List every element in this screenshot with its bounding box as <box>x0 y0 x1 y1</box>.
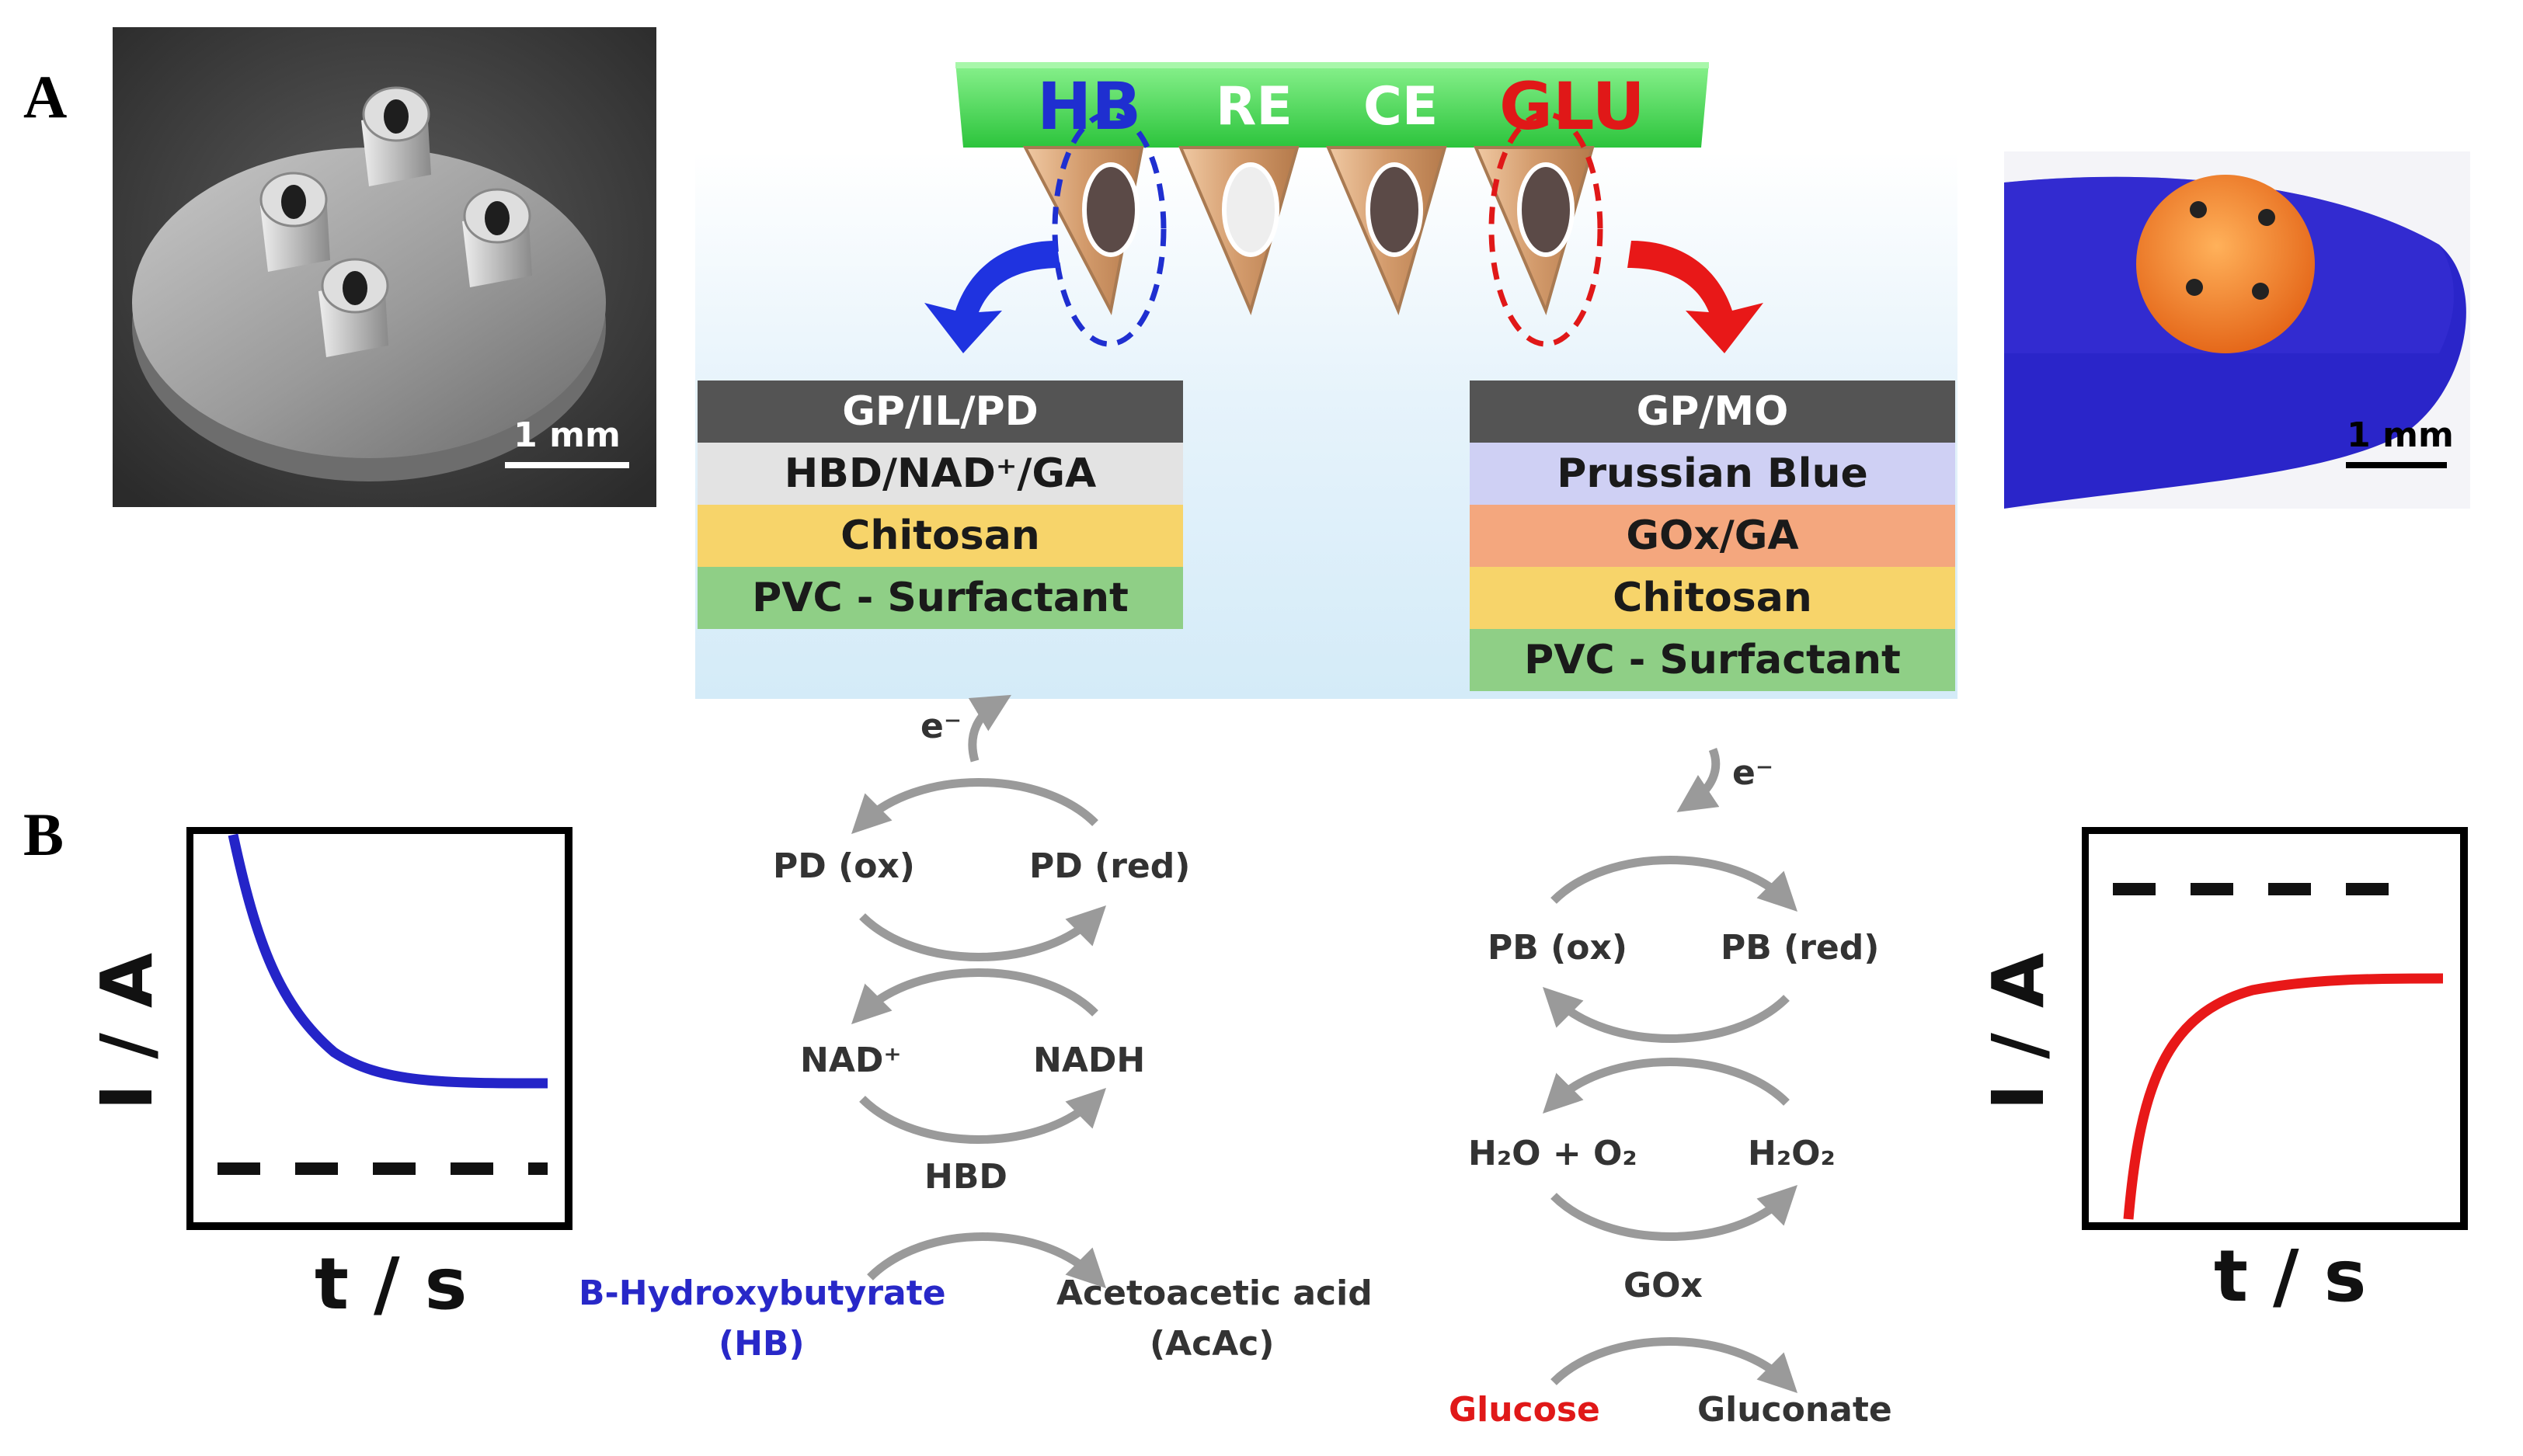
electrode-cones <box>1022 146 1595 316</box>
acac-product-label-2: (AcAc) <box>1150 1324 1275 1364</box>
glu-plot-frame <box>2082 827 2468 1230</box>
cone-ce <box>1325 146 1447 315</box>
glu-layer-4: Chitosan <box>1470 567 1955 629</box>
glove-scale-label: 1 mm <box>2347 415 2454 455</box>
gox-enzyme-label: GOx <box>1623 1266 1703 1305</box>
device-on-glove-photo: 1 mm <box>2004 151 2470 509</box>
pd-red-label: PD (red) <box>1029 846 1191 886</box>
hb-layer-3: Chitosan <box>698 505 1183 567</box>
glu-layer-3: GOx/GA <box>1470 505 1955 567</box>
hb-substrate-label-2: (HB) <box>719 1324 805 1364</box>
microneedle-3 <box>462 188 532 287</box>
hb-electron-arrow <box>968 694 1011 763</box>
pd-ox-label: PD (ox) <box>773 846 915 886</box>
glucose-substrate-label: Glucose <box>1449 1390 1600 1430</box>
hb-layer-4: PVC - Surfactant <box>698 567 1183 629</box>
glu-electron-label: e⁻ <box>1732 753 1774 793</box>
acac-product-label-1: Acetoacetic acid <box>1056 1274 1373 1313</box>
glove-scale-bar <box>2346 462 2447 468</box>
green-chip-base <box>955 62 1709 148</box>
hb-layer-1: GP/IL/PD <box>698 381 1183 443</box>
glu-electron-arrow <box>1676 747 1721 812</box>
nadh-label: NADH <box>1033 1041 1146 1080</box>
microneedle-device-schematic <box>955 62 1709 347</box>
cone-glu <box>1473 146 1595 315</box>
pd-cycle-bottom-arrow <box>859 905 1107 961</box>
glu-trace <box>2123 973 2444 1220</box>
glu-arrow <box>1627 241 1763 353</box>
hbd-enzyme-label: HBD <box>924 1157 1007 1197</box>
hb-current-plot <box>186 827 572 1230</box>
h2o-o2-label: H₂O + O₂ <box>1468 1134 1637 1173</box>
electrode-label-ce: CE <box>1363 76 1439 137</box>
electrode-label-re: RE <box>1216 76 1293 137</box>
microneedle-1 <box>259 172 330 272</box>
nad-cycle-bottom-arrow <box>859 1088 1107 1144</box>
glu-highlight-ellipse <box>1488 111 1603 347</box>
pb-cycle-top-arrow <box>1550 856 1798 912</box>
glove-image <box>2004 175 2466 509</box>
pd-cycle-top-arrow <box>851 778 1098 834</box>
sem-scale-bar <box>505 462 629 468</box>
hb-layer-2: HBD/NAD⁺/GA <box>698 443 1183 505</box>
hb-plot-frame <box>186 827 572 1230</box>
electrode-label-glu: GLU <box>1499 68 1645 144</box>
hb-highlight-ellipse <box>1052 111 1167 347</box>
hb-substrate-arrow <box>867 1232 1107 1288</box>
nad-label: NAD⁺ <box>800 1041 902 1080</box>
microneedle-2 <box>361 86 431 186</box>
panel-label-b: B <box>23 801 64 868</box>
glu-layer-1: GP/MO <box>1470 381 1955 443</box>
hb-arrow <box>924 241 1060 353</box>
glu-plot-ylabel: I / A <box>1977 952 2060 1110</box>
pb-ox-label: PB (ox) <box>1488 928 1627 968</box>
glu-plot-xlabel: t / s <box>2214 1235 2367 1318</box>
glu-layer-2: Prussian Blue <box>1470 443 1955 505</box>
glu-layer-5: PVC - Surfactant <box>1470 629 1955 691</box>
microneedle-4 <box>318 258 389 357</box>
pb-cycle-bottom-arrow <box>1542 987 1790 1043</box>
sem-microneedle-photo: 1 mm <box>113 27 656 507</box>
cone-re <box>1178 146 1300 315</box>
glucose-substrate-arrow <box>1550 1337 1798 1393</box>
gluconate-product-label: Gluconate <box>1697 1390 1892 1430</box>
hb-layer-stack: GP/IL/PD HBD/NAD⁺/GA Chitosan PVC - Surf… <box>698 381 1183 629</box>
h2o2-cycle-bottom-arrow <box>1550 1185 1798 1241</box>
glu-layer-stack: GP/MO Prussian Blue GOx/GA Chitosan PVC … <box>1470 381 1955 691</box>
cone-hb <box>1022 146 1144 316</box>
hb-substrate-label-1: B-Hydroxybutyrate <box>579 1274 946 1313</box>
h2o2-label: H₂O₂ <box>1748 1134 1836 1173</box>
sem-scale-label: 1 mm <box>513 415 621 455</box>
hb-electron-label: e⁻ <box>920 707 962 746</box>
hb-plot-ylabel: I / A <box>85 952 169 1110</box>
glu-current-plot <box>2082 827 2468 1230</box>
nad-cycle-top-arrow <box>851 968 1098 1024</box>
pb-red-label: PB (red) <box>1721 928 1880 968</box>
panel-label-a: A <box>23 63 68 130</box>
hb-trace <box>228 833 548 1089</box>
sem-image <box>113 27 656 507</box>
electrode-label-hb: HB <box>1037 68 1142 144</box>
hb-plot-xlabel: t / s <box>315 1242 468 1326</box>
h2o2-cycle-top-arrow <box>1542 1058 1790 1114</box>
